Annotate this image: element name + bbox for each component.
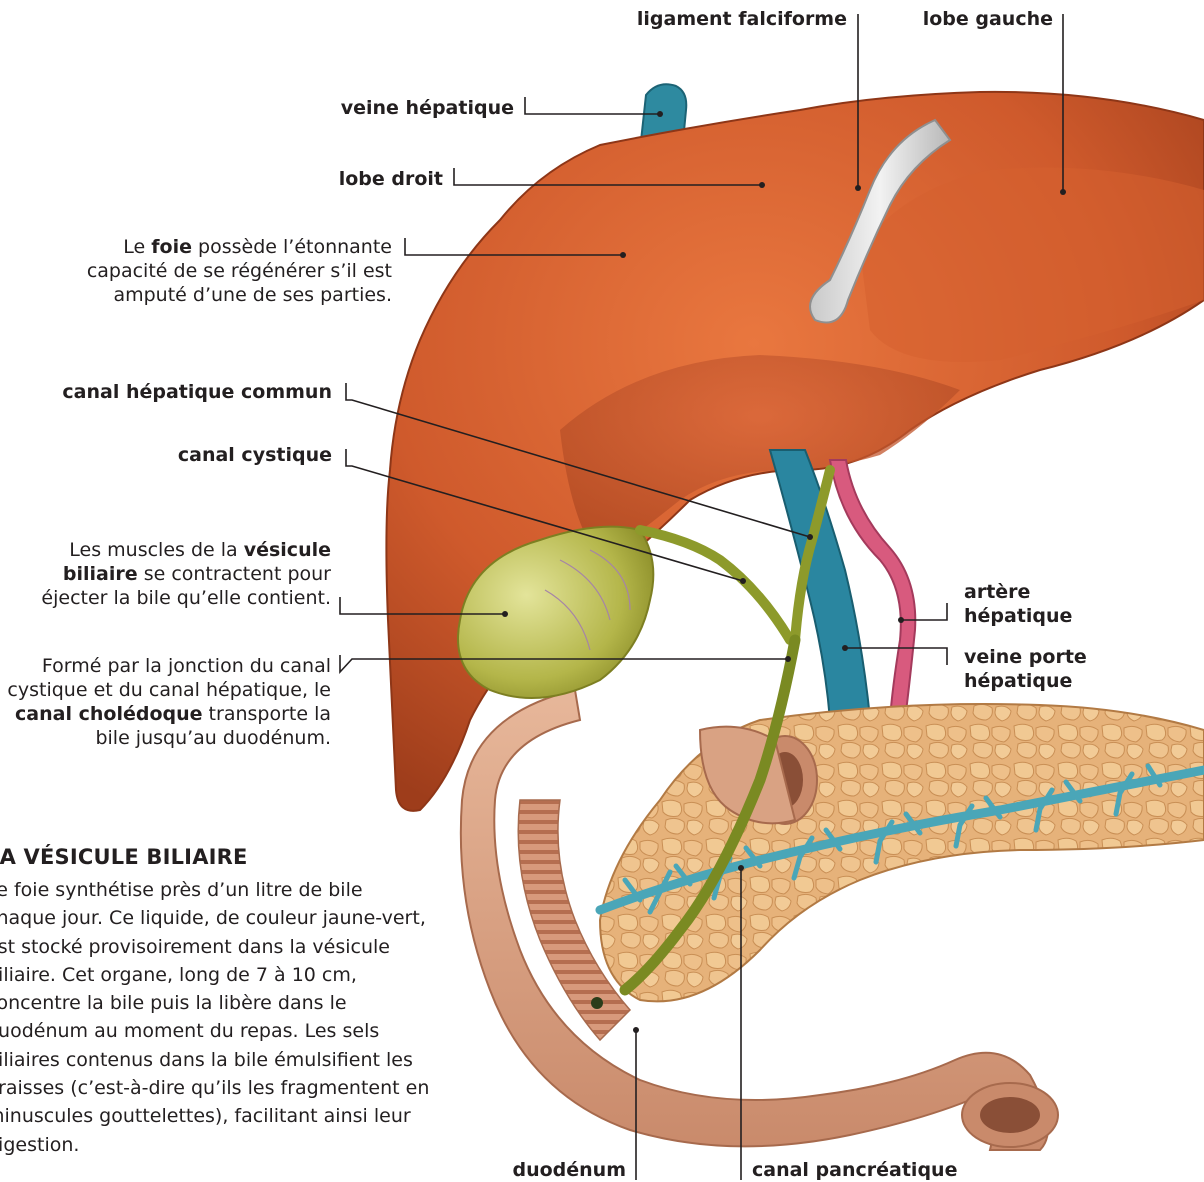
sidebar-body: Le foie synthétise près d’un litre de bi… xyxy=(0,876,438,1159)
label-canal-cystique: canal cystique xyxy=(178,443,332,467)
cystic-duct-shape xyxy=(640,530,790,640)
label-artere-hepatique-line2: hépatique xyxy=(964,604,1072,628)
note-foie-bold: foie xyxy=(151,236,192,258)
label-ligament-falciforme: ligament falciforme xyxy=(637,7,847,31)
label-lobe-droit: lobe droit xyxy=(339,167,443,191)
label-veine-porte-line1: veine porte xyxy=(964,645,1087,669)
label-canal-hepatique-commun: canal hépatique commun xyxy=(62,380,332,404)
note-vesicule: Les muscles de la vésicule biliaire se c… xyxy=(1,538,331,610)
label-lobe-gauche: lobe gauche xyxy=(923,7,1053,31)
note-choledoque-bold: canal cholédoque xyxy=(15,703,202,725)
label-veine-porte-hepatique: veine porte hépatique xyxy=(964,645,1087,693)
sidebar-body-text: Le foie synthétise près d’un litre de bi… xyxy=(0,876,438,1159)
label-veine-porte-line2: hépatique xyxy=(964,669,1087,693)
ampulla-dot xyxy=(591,997,603,1009)
sidebar-title: LA VÉSICULE BILIAIRE xyxy=(0,845,248,869)
pancreas-shape xyxy=(600,704,1204,1001)
note-vesicule-pre: Les muscles de la xyxy=(69,539,243,561)
label-veine-hepatique: veine hépatique xyxy=(341,96,514,120)
label-artere-hepatique-line1: artère xyxy=(964,580,1072,604)
label-canal-pancreatique: canal pancréatique xyxy=(752,1158,957,1182)
note-foie: Le foie possède l’étonnante capacité de … xyxy=(52,235,392,307)
note-choledoque: Formé par la jonction du canal cystique … xyxy=(1,654,331,750)
note-choledoque-pre: Formé par la jonction du canal cystique … xyxy=(7,655,331,701)
label-artere-hepatique: artère hépatique xyxy=(964,580,1072,628)
label-duodenum: duodénum xyxy=(512,1158,626,1182)
note-foie-pre: Le xyxy=(123,236,151,258)
